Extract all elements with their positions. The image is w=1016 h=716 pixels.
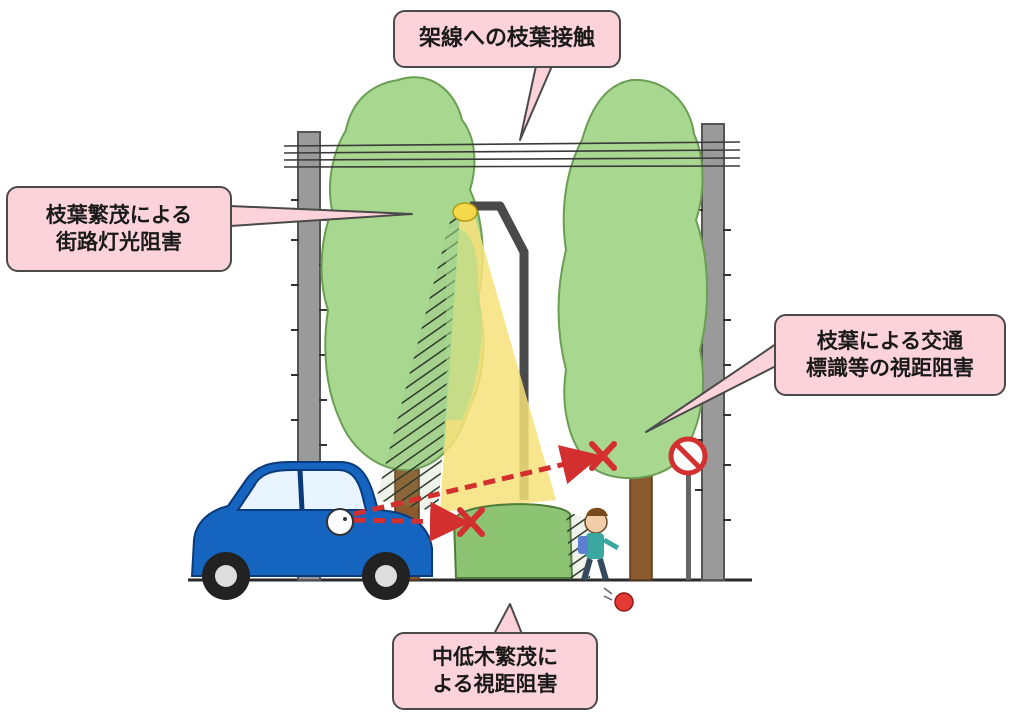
tree-left-foliage-overlap — [446, 228, 482, 420]
cross-mark-icon — [457, 507, 485, 537]
callout-sign-line1: 枝葉による交通 — [816, 328, 964, 353]
callout-streetlight-line1: 枝葉繁茂による — [45, 202, 193, 227]
street-lamp-icon — [452, 202, 478, 222]
callout-shrub-line1: 中低木繁茂に — [432, 644, 558, 669]
callout-tail-top — [519, 65, 553, 141]
overhead-wires — [283, 141, 741, 168]
callout-streetlight-obstruction: 枝葉繁茂による 街路灯光阻害 — [6, 186, 232, 272]
blocked-light-shadow — [376, 214, 460, 512]
callout-shrub-line2: よる視距阻害 — [432, 672, 558, 696]
no-entry-sign-icon — [668, 436, 708, 580]
ball-icon — [603, 587, 634, 612]
callout-tail-bottom — [493, 603, 523, 635]
callout-shrub-visibility: 中低木繁茂に よる視距阻害 — [392, 632, 598, 710]
cross-mark-icon — [589, 441, 617, 471]
callout-wire-contact-text: 架線への枝葉接触 — [418, 25, 595, 51]
street-lamp-pole — [470, 201, 529, 500]
callout-wire-contact: 架線への枝葉接触 — [393, 10, 621, 68]
callout-streetlight-line2: 街路灯光阻害 — [56, 230, 182, 254]
callout-sign-visibility: 枝葉による交通 標識等の視距阻害 — [774, 314, 1006, 396]
callout-sign-line2: 標識等の視距阻害 — [806, 356, 974, 380]
child-icon — [578, 507, 620, 581]
driver-icon — [326, 508, 354, 536]
tree-right-trunk — [629, 469, 653, 581]
sight-arrow-to-hedge — [353, 501, 470, 542]
tree-right-icon — [557, 78, 709, 480]
sight-arrow-to-sign — [353, 445, 602, 517]
